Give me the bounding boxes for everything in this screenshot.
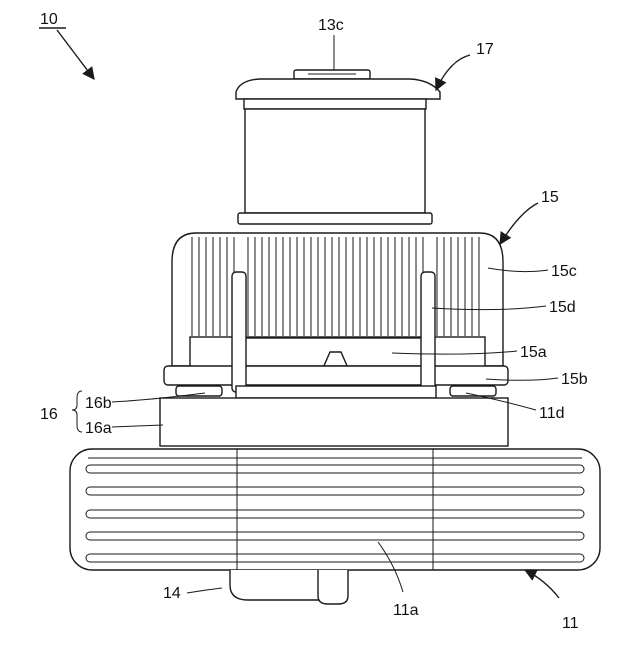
label-11: 11 (562, 615, 579, 632)
block-16a (160, 398, 508, 446)
label-16: 16 (40, 406, 58, 423)
label-15c: 15c (551, 263, 577, 280)
brace-16 (72, 391, 82, 432)
label-15a: 15a (520, 344, 547, 361)
clip-right (421, 272, 435, 392)
figure-ref-label: 10 (40, 11, 58, 28)
label-11d: 11d (539, 405, 565, 422)
label-11a: 11a (393, 602, 419, 619)
label-15b: 15b (561, 371, 588, 388)
label-15d: 15d (549, 299, 576, 316)
label-17: 17 (476, 41, 494, 58)
clip-left (232, 272, 246, 392)
housing-15 (164, 233, 508, 392)
figure-arrow (57, 30, 94, 79)
spacer-16 (160, 386, 508, 446)
top-cap (236, 70, 440, 224)
connector-14 (230, 570, 348, 604)
label-15: 15 (541, 189, 559, 206)
flange-15b (164, 366, 508, 385)
label-16b: 16b (85, 395, 112, 412)
tab-left (176, 386, 222, 396)
label-16a: 16a (85, 420, 112, 437)
label-13c: 13c (318, 17, 344, 34)
label-14: 14 (163, 585, 181, 602)
spool-body (245, 109, 425, 213)
plate-16b (236, 386, 436, 398)
heatsink-11 (70, 449, 600, 570)
